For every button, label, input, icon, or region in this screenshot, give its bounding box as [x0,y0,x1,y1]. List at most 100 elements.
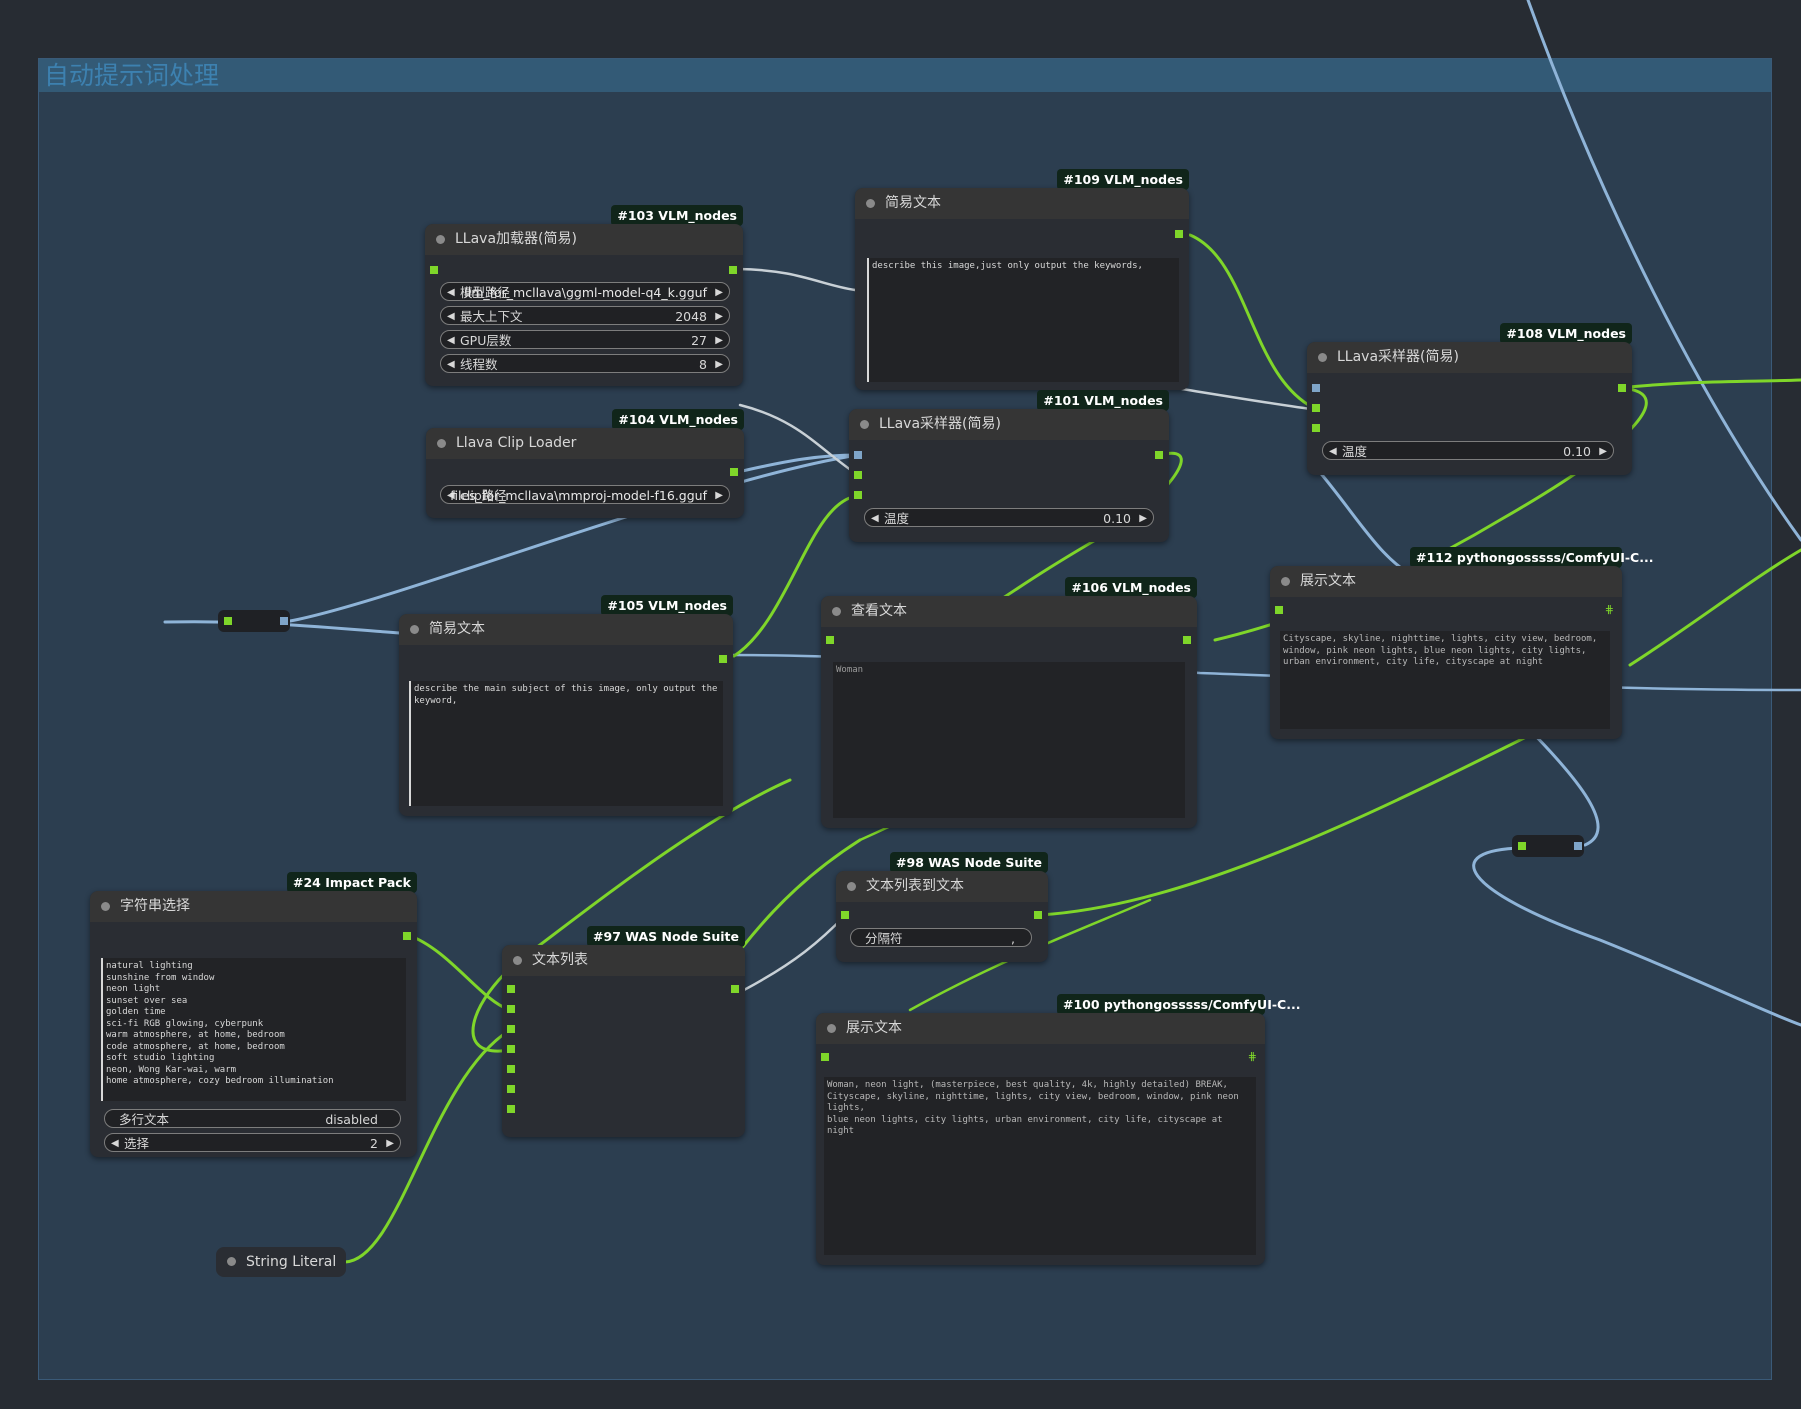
input-port[interactable] [854,471,862,479]
node-header[interactable]: 简易文本 [399,614,733,645]
reroute-input-port[interactable] [224,617,232,625]
input-port[interactable] [507,1065,515,1073]
display-textarea[interactable]: Woman, neon light, (masterpiece, best qu… [824,1077,1256,1255]
input-port[interactable] [854,491,862,499]
input-port[interactable] [854,451,862,459]
widget-label: clip路径 [460,488,507,503]
input-port[interactable] [1312,424,1320,432]
display-textarea[interactable]: Cityscape, skyline, nighttime, lights, c… [1280,631,1610,729]
node-title: 展示文本 [846,1020,902,1036]
node-title: 字符串选择 [120,898,190,914]
output-port[interactable] [1175,230,1183,238]
collapse-dot-icon[interactable] [410,625,419,634]
input-port[interactable] [1312,404,1320,412]
widget-label: 多行文本 [119,1112,170,1127]
reroute-output-port[interactable] [1574,842,1582,850]
output-port[interactable] [403,932,411,940]
widget-label: 温度 [1342,444,1368,459]
output-textarea[interactable]: Woman [833,662,1185,818]
input-port[interactable] [821,1053,829,1061]
reroute-node[interactable] [218,610,290,632]
prompt-textarea[interactable]: describe this image,just only output the… [867,258,1179,382]
prompt-textarea[interactable]: describe the main subject of this image,… [409,681,723,806]
node-string-literal[interactable]: String Literal [216,1247,346,1277]
node-header[interactable]: 展示文本 [816,1013,1265,1044]
input-port[interactable] [507,1025,515,1033]
collapse-dot-icon[interactable] [437,439,446,448]
output-port[interactable] [731,985,739,993]
input-port[interactable] [841,911,849,919]
node-llava-clip-loader[interactable]: #104 VLM_nodes Llava Clip Loader ◀clip路径… [426,409,744,518]
collapse-dot-icon[interactable] [1318,353,1327,362]
node-text-list-to-text[interactable]: #98 WAS Node Suite 文本列表到文本 分隔符, [836,852,1048,962]
collapse-dot-icon[interactable] [847,882,856,891]
node-show-text-100[interactable]: #100 pythongosssss/ComfyUI-C... 展示文本 ⋕ W… [816,994,1300,1265]
collapse-dot-icon[interactable] [832,607,841,616]
node-header[interactable]: LLava加载器(简易) [425,224,743,255]
collapse-dot-icon[interactable] [1281,577,1290,586]
node-header[interactable]: 查看文本 [821,596,1197,627]
output-port[interactable] [730,468,738,476]
node-view-text[interactable]: #106 VLM_nodes 查看文本 Woman [821,577,1197,828]
node-title: 文本列表到文本 [866,878,964,894]
collapse-dot-icon[interactable] [227,1257,236,1266]
collapse-dot-icon[interactable] [866,199,875,208]
output-port[interactable] [729,266,737,274]
widget-value: 2 [370,1136,378,1151]
output-port[interactable] [1034,911,1042,919]
input-port[interactable] [507,1005,515,1013]
input-port[interactable] [1312,384,1320,392]
node-header[interactable]: LLava采样器(简易) [849,409,1169,440]
output-port[interactable] [1618,384,1626,392]
collapse-dot-icon[interactable] [513,956,522,965]
output-port[interactable] [719,655,727,663]
node-simple-text-109[interactable]: #109 VLM_nodes 简易文本 describe this image,… [855,169,1189,390]
output-port[interactable] [1155,451,1163,459]
node-header[interactable]: LLava采样器(简易) [1307,342,1632,373]
node-text-list[interactable]: #97 WAS Node Suite 文本列表 [502,926,745,1137]
node-header[interactable]: 简易文本 [855,188,1189,219]
options-textarea[interactable]: natural lighting sunshine from window ne… [101,958,406,1101]
delimiter-widget[interactable]: 分隔符, [850,928,1032,947]
collapse-dot-icon[interactable] [101,902,110,911]
node-simple-text-105[interactable]: #105 VLM_nodes 简易文本 describe the main su… [399,595,733,816]
list-output-icon[interactable]: ⋕ [1604,603,1614,616]
input-port[interactable] [430,266,438,274]
input-port[interactable] [507,1045,515,1053]
list-output-icon[interactable]: ⋕ [1247,1050,1257,1063]
input-port[interactable] [507,1085,515,1093]
node-header[interactable]: 文本列表 [502,945,745,976]
collapse-dot-icon[interactable] [436,235,445,244]
node-header[interactable]: Llava Clip Loader [426,428,744,459]
reroute-input-port[interactable] [1518,842,1526,850]
node-title: 文本列表 [532,952,588,968]
group-title[interactable]: 自动提示词处理 [39,59,1771,92]
node-string-selector[interactable]: #24 Impact Pack 字符串选择 natural lighting s… [90,872,417,1157]
input-port[interactable] [507,1105,515,1113]
collapse-dot-icon[interactable] [827,1024,836,1033]
reroute-output-port[interactable] [280,617,288,625]
output-port[interactable] [1183,636,1191,644]
collapse-dot-icon[interactable] [860,420,869,429]
node-header[interactable]: 展示文本 [1270,566,1622,597]
input-port[interactable] [826,636,834,644]
input-port[interactable] [507,985,515,993]
input-port[interactable] [1275,606,1283,614]
node-show-text-112[interactable]: #112 pythongosssss/ComfyUI-C... 展示文本 ⋕ C… [1270,547,1653,739]
node-header[interactable]: 文本列表到文本 [836,871,1048,902]
node-header[interactable]: 字符串选择 [90,891,417,922]
reroute-node[interactable] [1512,835,1584,857]
